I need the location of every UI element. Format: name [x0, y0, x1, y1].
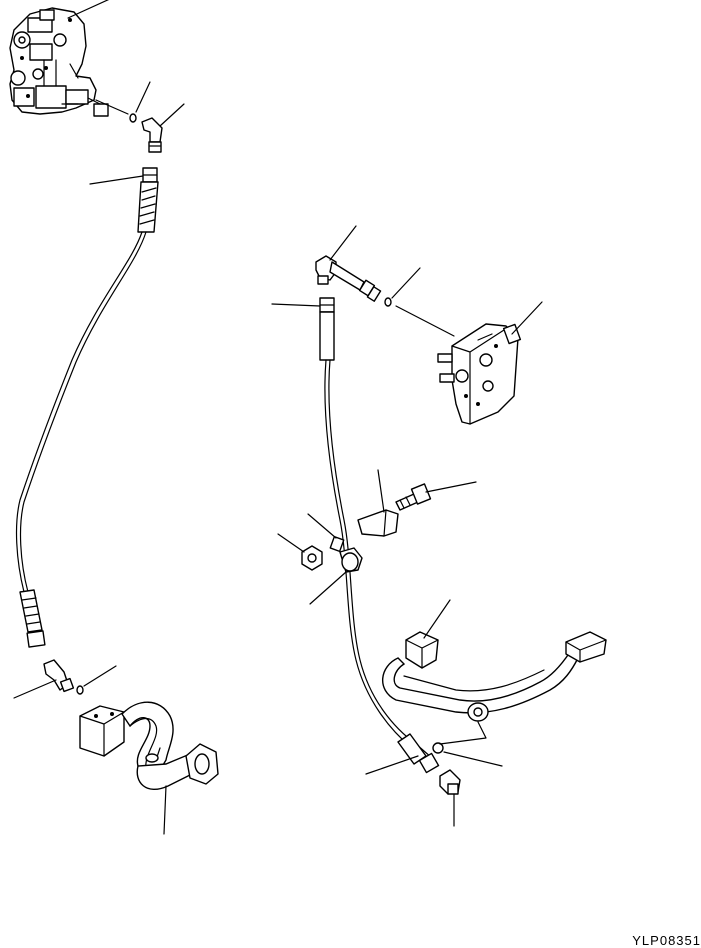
connector-plug — [87, 97, 109, 117]
flange-lower-right-left — [405, 631, 439, 669]
leader-clamp-upper — [307, 513, 337, 539]
leader-clamp-lower — [309, 571, 347, 605]
elbow-fitting-upper — [141, 117, 163, 153]
hose-left — [15, 231, 143, 593]
connector-wire — [95, 99, 129, 115]
leader-flange-lower-right — [423, 599, 451, 639]
hex-nut — [301, 545, 323, 571]
hose-fitting-lower-left — [19, 589, 46, 648]
leader-o-ring-lower-right — [443, 751, 503, 767]
hose-left-outline — [19, 231, 147, 593]
leader-pipe-lower-left — [163, 785, 167, 835]
flange-lower-right-right — [565, 631, 607, 663]
leader-bracket-plate — [377, 469, 385, 513]
connector-line-valve — [395, 305, 455, 337]
elbow-fitting-lower-left — [43, 659, 75, 693]
leader-pump-block — [67, 0, 110, 19]
hose-fitting-upper — [137, 167, 159, 233]
leader-elbow-upper — [159, 103, 185, 127]
leader-o-ring-upper-right — [391, 267, 421, 299]
leader-bolt — [425, 481, 477, 493]
o-ring-lower-left — [76, 685, 84, 695]
o-ring-leader-to-pipe — [439, 721, 487, 745]
elbow-fitting-lower-right — [439, 769, 461, 795]
hose-fitting-upper-right — [319, 297, 335, 361]
bracket-plate — [357, 509, 399, 537]
hose-right-outline — [328, 359, 433, 759]
pump-valve-block — [9, 7, 97, 115]
hose-fitting-lower-right — [397, 733, 440, 774]
bolt — [395, 483, 432, 511]
leader-hose-fitting-upper-right — [271, 303, 321, 307]
hose-clamp — [329, 535, 363, 573]
leader-o-ring-lower-left — [83, 665, 117, 687]
control-valve — [437, 323, 522, 425]
flange-end-lower-left — [185, 743, 219, 785]
elbow-hose-upper-right — [315, 255, 382, 302]
leader-hose-fitting-upper — [89, 175, 144, 185]
leader-elbow-lower-left — [13, 679, 57, 699]
o-ring-upper-right — [384, 297, 392, 307]
pipe-lower-left — [121, 701, 197, 791]
hose-right — [324, 359, 429, 763]
flange-block-lower-left — [79, 705, 125, 757]
leader-hose-fitting-lower-right — [365, 755, 419, 775]
swivel-fitting-lower-right — [467, 702, 489, 722]
leader-o-ring-upper-left — [135, 81, 151, 113]
o-ring-upper-left — [129, 113, 137, 123]
figure-code: YLP08351 — [632, 933, 701, 948]
leader-control-valve — [511, 301, 543, 335]
leader-elbow-upper-right — [329, 225, 357, 261]
leader-hex-nut — [277, 533, 305, 553]
o-ring-lower-right — [432, 742, 444, 754]
